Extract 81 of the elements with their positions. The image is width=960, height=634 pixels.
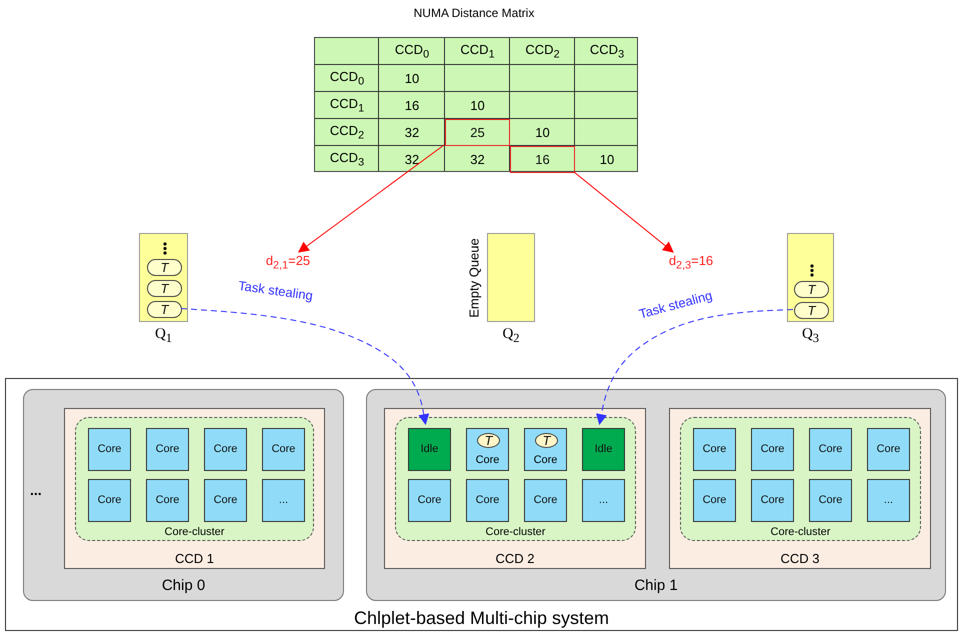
row-header: CCD$_{1}$ <box>328 95 366 117</box>
core-box: Core <box>88 428 131 471</box>
core-box: Core <box>809 428 852 471</box>
core-box: Core <box>146 479 189 522</box>
arrow <box>596 309 794 426</box>
core-box: Core <box>262 428 305 471</box>
core-label: Core <box>534 454 558 466</box>
core-cluster-panel <box>680 417 921 541</box>
ccd-panel <box>384 408 646 569</box>
core-box: Core <box>408 479 451 522</box>
cluster-label: Core-cluster <box>486 526 546 538</box>
core-box: Core <box>751 428 794 471</box>
core-label: Core <box>476 454 500 466</box>
core-box: Core <box>146 428 189 471</box>
core-box: Core <box>867 428 910 471</box>
core-box: Core <box>204 479 247 522</box>
core-box: Core <box>693 479 736 522</box>
ccd-panel <box>64 408 325 569</box>
core-box: Core <box>466 479 509 522</box>
task-token: T <box>794 281 829 298</box>
task-token: T <box>147 280 182 297</box>
row-header: CCD$_{0}$ <box>328 68 366 90</box>
chip-panel <box>366 389 946 601</box>
task-token: T <box>147 301 182 318</box>
highlighted-distance-value: 16 <box>510 146 575 173</box>
cluster-label: Core-cluster <box>164 526 224 538</box>
diagram-title: NUMA Distance Matrix <box>412 6 536 20</box>
core-box <box>524 428 567 471</box>
queue-label: Q$_{3}$ <box>802 326 820 346</box>
core-box: Core <box>693 428 736 471</box>
task-token: T <box>535 433 558 448</box>
distance-value: 10 <box>598 151 616 169</box>
highlighted-distance-value: 25 <box>445 119 510 146</box>
core-box: Core <box>809 479 852 522</box>
ccd-label: CCD 3 <box>780 551 820 566</box>
ccd-panel <box>669 408 931 569</box>
core-box <box>466 428 509 471</box>
cluster-label: Core-cluster <box>770 526 830 538</box>
chip-panel <box>23 389 344 601</box>
distance-value: 32 <box>404 151 420 169</box>
arrow <box>574 172 674 253</box>
distance-value: 10 <box>469 97 486 115</box>
arrow <box>180 308 430 426</box>
column-header: CCD$_{2}$ <box>524 41 561 63</box>
idle-core-box: Idle <box>582 428 625 471</box>
distance-label: d$_{2,3}$=16 <box>655 252 727 274</box>
queue-label: Q$_{1}$ <box>154 326 172 346</box>
queue-caption: Empty Queue <box>466 238 482 318</box>
multi-chip-system-panel <box>5 378 958 631</box>
column-header: CCD$_{1}$ <box>459 41 496 63</box>
distance-value: 32 <box>469 151 486 169</box>
distance-label: d$_{2,1}$=25 <box>252 252 324 274</box>
core-cluster-panel <box>395 417 636 541</box>
distance-value: 10 <box>534 124 551 142</box>
core-box: Core <box>88 479 131 522</box>
task-token: T <box>794 302 829 319</box>
idle-core-box: Idle <box>408 428 451 471</box>
queue-label: Q$_{2}$ <box>502 326 520 346</box>
task-token: T <box>477 433 500 448</box>
system-label: Chlplet-based Multi-chip system <box>354 608 610 629</box>
core-box: Core <box>751 479 794 522</box>
row-header: CCD$_{3}$ <box>328 149 366 171</box>
core-box: ... <box>262 479 305 522</box>
ellipsis-text: ... <box>30 482 42 498</box>
ccd-label: CCD 1 <box>175 551 214 566</box>
task-token: T <box>147 259 182 276</box>
row-header: CCD$_{2}$ <box>328 122 366 144</box>
ccd-label: CCD 2 <box>496 551 534 566</box>
chip-label: Chip 1 <box>634 577 678 594</box>
distance-value: 16 <box>404 97 420 115</box>
column-header: CCD$_{0}$ <box>394 41 430 63</box>
core-box: ... <box>582 479 625 522</box>
distance-value: 32 <box>404 124 420 142</box>
core-cluster-panel <box>75 417 314 541</box>
core-box: Core <box>524 479 567 522</box>
core-box: Core <box>204 428 247 471</box>
chip-label: Chip 0 <box>162 577 206 594</box>
arrow <box>298 144 444 253</box>
distance-value: 10 <box>404 70 420 88</box>
column-header: CCD$_{3}$ <box>588 41 626 63</box>
core-box: ... <box>867 479 910 522</box>
